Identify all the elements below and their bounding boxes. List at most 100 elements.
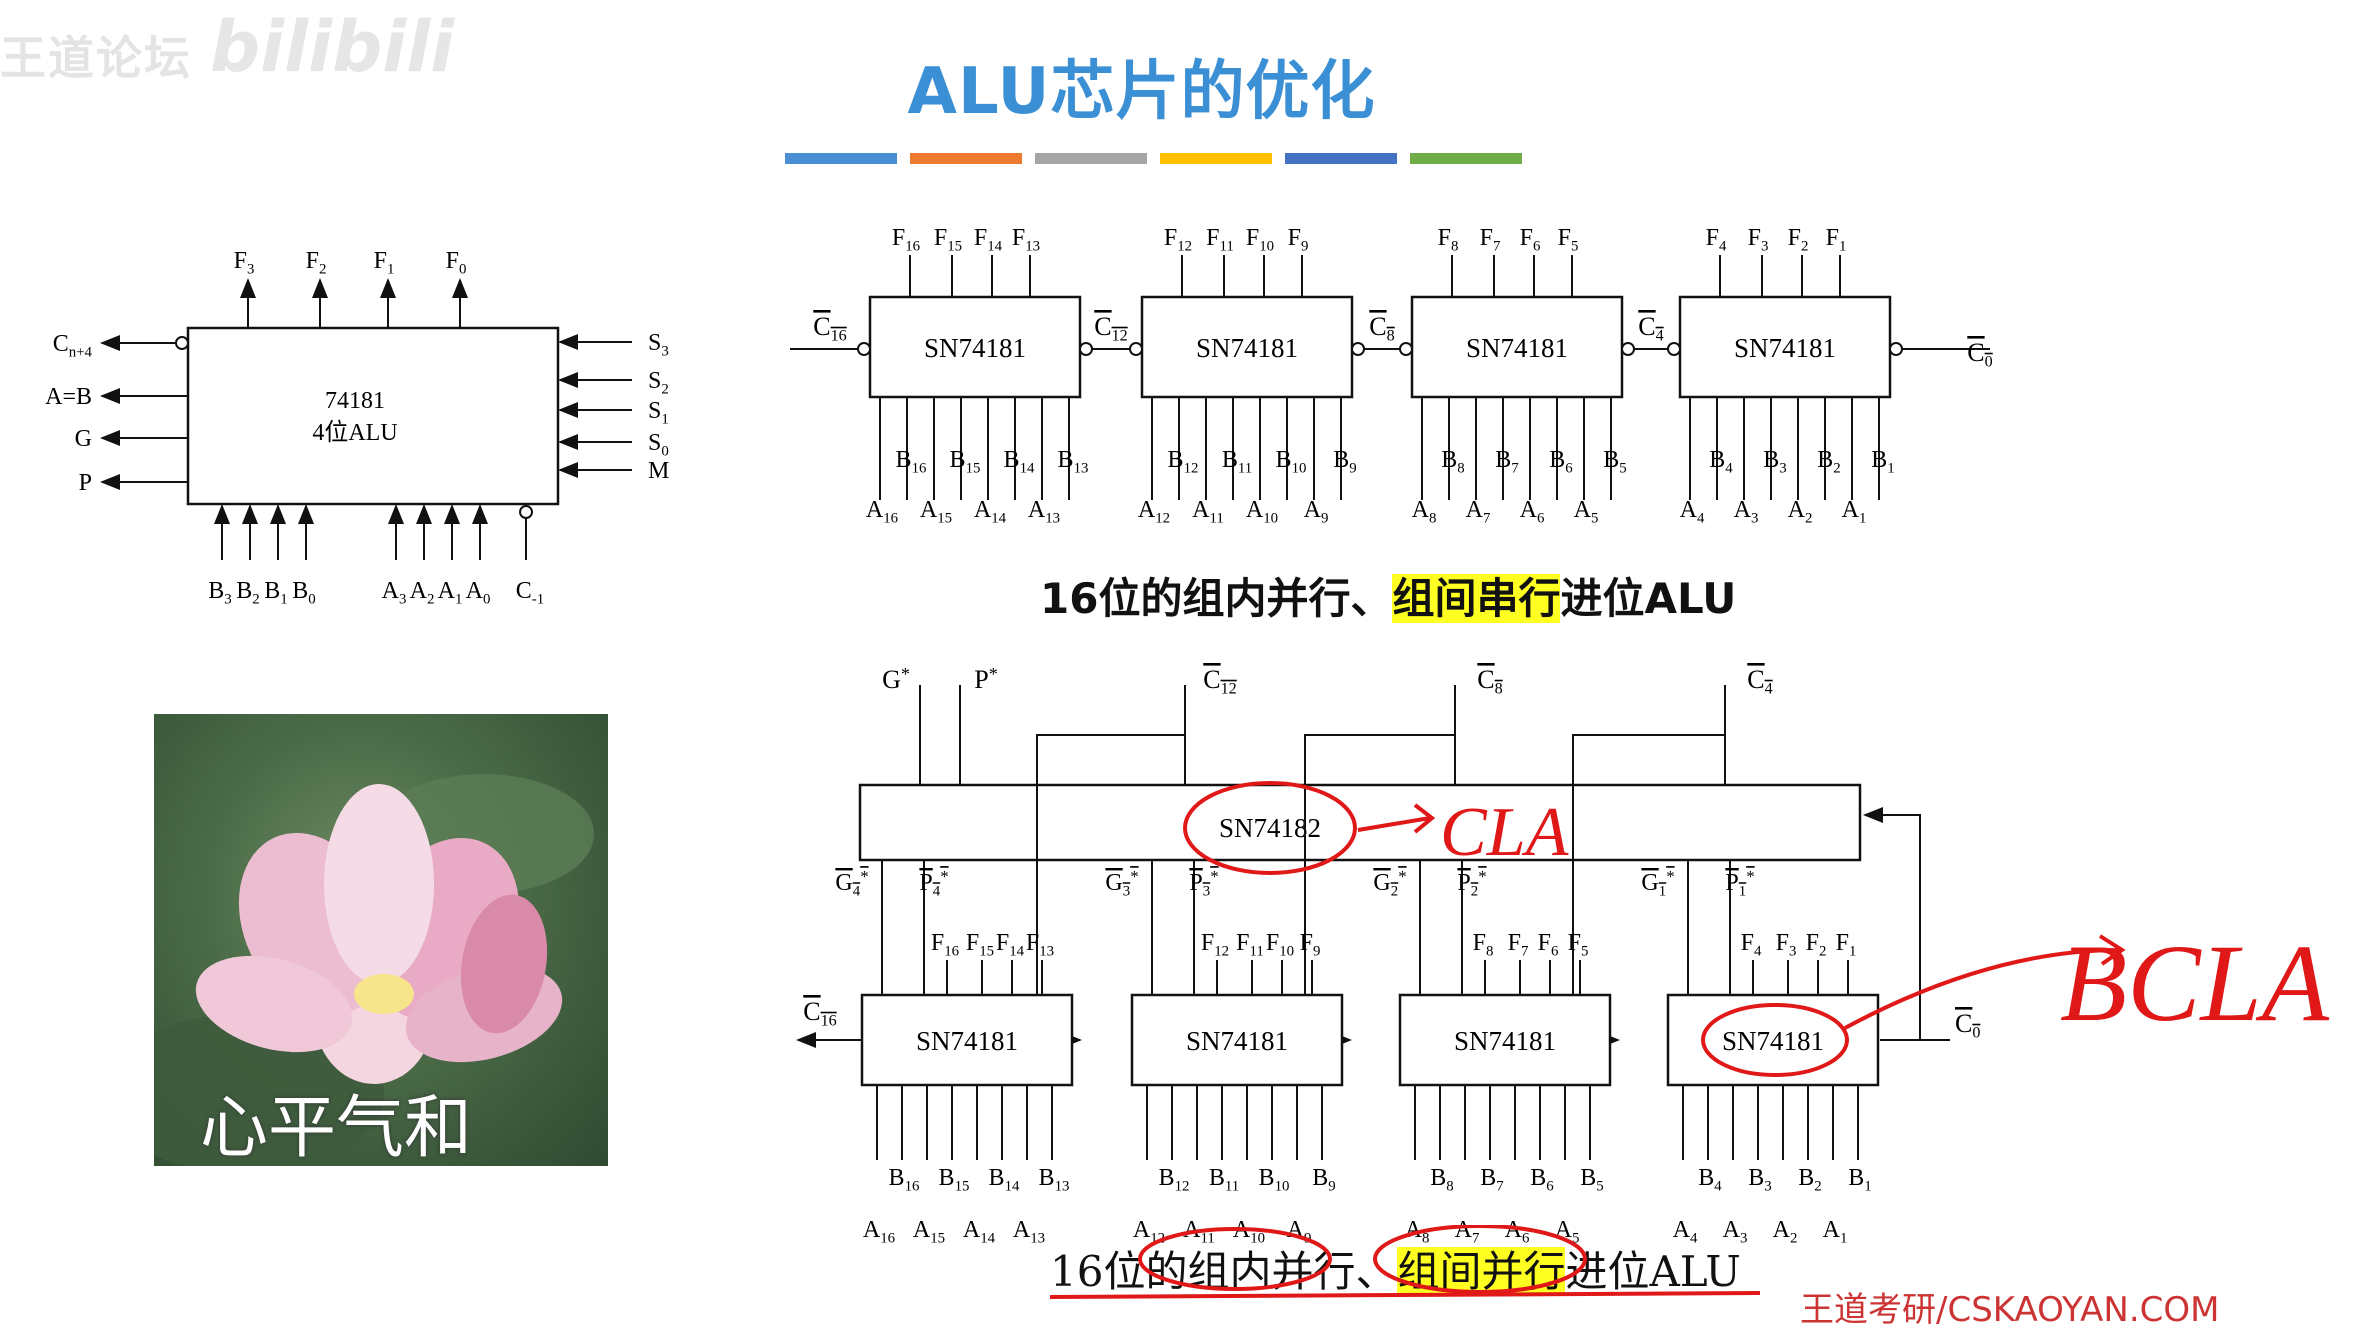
f-output-label: F13: [1012, 225, 1040, 254]
a-input-label: A8: [1412, 497, 1437, 526]
a-input-label: A16: [863, 1217, 895, 1245]
chip-label: SN74181: [1196, 333, 1298, 363]
f-output-label: F6: [1520, 225, 1541, 254]
inverter-bubble: [1351, 342, 1365, 356]
b-input-label: B5: [1603, 447, 1626, 476]
output-label: F2: [306, 248, 327, 277]
color-bar: [785, 153, 897, 164]
b-input-label: B12: [1168, 447, 1199, 476]
b-input-label: B10: [1276, 447, 1307, 476]
a-input-label: A15: [920, 497, 952, 526]
a-input-label: A16: [866, 497, 898, 526]
b-input-label: B2: [1817, 447, 1840, 476]
chip-label: SN74181: [1186, 1026, 1288, 1056]
carry-label: C4: [1638, 312, 1663, 345]
color-bar: [1285, 153, 1397, 164]
b-input-label: B2: [1798, 1165, 1821, 1194]
f-output-label: F2: [1806, 930, 1827, 959]
chip-label: SN74181: [1722, 1026, 1824, 1056]
lotus-photo: [154, 714, 608, 1166]
carry-in-label: C-1: [516, 578, 544, 607]
a-input-label: A2: [1773, 1217, 1798, 1245]
b-input-label: B7: [1480, 1165, 1504, 1194]
color-bar: [1410, 153, 1522, 164]
inverter-bubble: [1621, 342, 1635, 356]
f-output-label: F5: [1558, 225, 1579, 254]
slide-title: ALU芯片的优化: [907, 55, 1376, 129]
lotus-flower-image: [154, 774, 594, 1166]
b-input-label: B11: [1209, 1165, 1239, 1194]
control-label: M: [648, 458, 669, 484]
group-prop-label: P4*: [919, 867, 948, 899]
f-output-label: F5: [1568, 930, 1589, 959]
b-input-label: B14: [989, 1165, 1020, 1194]
f-output-label: F4: [1741, 930, 1762, 959]
bcla-annotation: BCLA: [2060, 922, 2330, 1044]
bcla-circle: [1701, 1003, 1849, 1077]
sn74181-chip: [1678, 295, 1892, 399]
sn74181-chip: [1140, 295, 1354, 399]
b-input-label: B1: [264, 578, 287, 607]
output-label: F0: [446, 248, 467, 277]
b-input-label: B10: [1259, 1165, 1290, 1194]
a-input-label: A15: [913, 1217, 945, 1245]
f-output-label: F9: [1288, 225, 1309, 254]
output-label: F3: [234, 248, 255, 277]
control-label: S2: [648, 368, 669, 397]
f-output-label: F15: [934, 225, 962, 254]
sn74181-chip: [1410, 295, 1624, 399]
serial-caption: 16位的组内并行、组间串行进位ALU: [1040, 565, 1736, 626]
inverter-bubble: [1399, 342, 1413, 356]
inverter-bubble: [1129, 342, 1143, 356]
caption-annotation-marks: [1049, 1225, 1761, 1299]
b-input-label: B3: [1748, 1165, 1771, 1194]
a-input-label: A11: [1183, 1217, 1215, 1245]
bottom-watermark: 王道考研/CSKAOYAN.COM: [1800, 1290, 2220, 1330]
output-label: F1: [374, 248, 395, 277]
b-input-label: B15: [939, 1165, 970, 1194]
inverter-bubble: [1667, 342, 1681, 356]
sn74181-chip: [860, 993, 1074, 1087]
f-output-label: F14: [974, 225, 1003, 254]
b-input-label: B3: [1763, 447, 1786, 476]
b-input-label: B4: [1709, 447, 1733, 476]
carry-label: C8: [1369, 312, 1394, 345]
f-output-label: F7: [1480, 225, 1501, 254]
a-input-label: A5: [1574, 497, 1599, 526]
b-input-label: B3: [208, 578, 231, 607]
alu74181-desc: 4位ALU: [312, 419, 397, 446]
chip-label: SN74181: [916, 1026, 1018, 1056]
a-input-label: A13: [1028, 497, 1060, 526]
top-carry-label: C8: [1477, 665, 1502, 698]
parallel-caption: 16位的组内并行、组间并行进位ALU: [1050, 1238, 1741, 1299]
output-label: A=B: [45, 384, 92, 410]
group-gen-label: G1*: [1641, 867, 1674, 899]
photo-caption: 心平气和: [200, 1089, 473, 1168]
f-output-label: F12: [1201, 930, 1229, 959]
a-input-label: A14: [963, 1217, 996, 1245]
f-output-label: F13: [1026, 930, 1054, 959]
a-input-label: A7: [1455, 1217, 1480, 1245]
f-output-label: F1: [1836, 930, 1857, 959]
group-prop-label: P1*: [1725, 867, 1754, 899]
output-label: G: [75, 426, 92, 452]
c0-label: C0: [1955, 1009, 1980, 1042]
parallel-caption-b: 进位ALU: [1565, 1247, 1741, 1296]
group-p-label: P*: [974, 664, 998, 694]
f-output-label: F16: [931, 930, 959, 959]
color-bar: [910, 153, 1022, 164]
f-output-label: F10: [1246, 225, 1274, 254]
inverter-bubble: [857, 342, 871, 356]
a-input-label: A14: [974, 497, 1007, 526]
alu74181-name: 74181: [325, 388, 385, 414]
a-input-label: A11: [1192, 497, 1224, 526]
group-gen-label: G3*: [1105, 867, 1138, 899]
b-input-label: B5: [1580, 1165, 1603, 1194]
sn74181-chip: [1130, 993, 1344, 1087]
f-output-label: F14: [996, 930, 1025, 959]
a-input-label: A1: [438, 578, 463, 607]
f-output-label: F4: [1706, 225, 1727, 254]
group-gen-label: G2*: [1373, 867, 1406, 899]
inverter-bubble: [519, 505, 533, 519]
